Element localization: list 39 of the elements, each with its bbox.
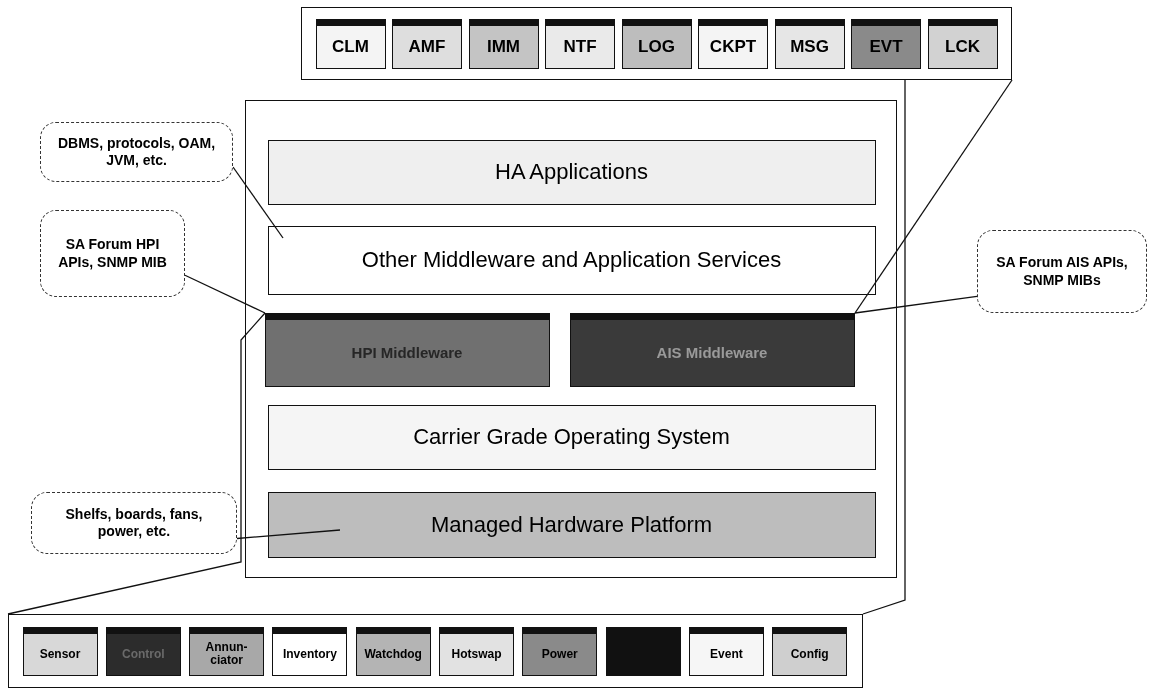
component-box: EVT [851, 18, 921, 69]
callout-bubble: DBMS, protocols, OAM, JVM, etc. [40, 122, 233, 182]
zoom-line [7, 312, 266, 615]
component-box: LOG [621, 18, 692, 69]
callout-bubble: SA Forum AIS APIs, SNMP MIBs [977, 230, 1147, 313]
component-box: MSG [774, 18, 845, 69]
layer-box: Carrier Grade Operating System [267, 404, 876, 470]
zoom-line [854, 79, 1013, 314]
leader-line [854, 295, 978, 314]
component-box: CLM [315, 18, 386, 69]
component-box: Config [772, 626, 848, 676]
component-box: Watchdog [355, 626, 431, 676]
component-box [605, 626, 681, 676]
middleware-box: AIS Middleware [569, 312, 855, 387]
middleware-box: HPI Middleware [264, 312, 550, 387]
callout-bubble: Shelfs, boards, fans, power, etc. [31, 492, 237, 554]
leader-line [232, 166, 284, 239]
group-frame [245, 100, 897, 578]
component-box: NTF [545, 18, 615, 69]
component-box: IMM [468, 18, 539, 69]
group-frame [301, 7, 1012, 80]
group-frame [8, 614, 863, 688]
component-box: Hotswap [439, 626, 514, 676]
leader-line [236, 529, 341, 540]
layer-box: HA Applications [267, 139, 876, 205]
component-box: Annun- ciator [189, 626, 265, 676]
layer-box: Other Middleware and Application Services [267, 225, 876, 295]
component-box: Power [522, 626, 598, 676]
component-box: LCK [927, 18, 998, 69]
component-box: Inventory [272, 626, 348, 676]
component-box: CKPT [698, 18, 768, 69]
zoom-line [862, 79, 906, 615]
layer-box: Managed Hardware Platform [267, 491, 876, 558]
component-box: AMF [392, 18, 462, 69]
leader-line [184, 274, 266, 314]
component-box: Control [105, 626, 181, 676]
component-box: Sensor [22, 626, 98, 676]
callout-bubble: SA Forum HPI APIs, SNMP MIB [40, 210, 185, 297]
component-box: Event [688, 626, 764, 676]
